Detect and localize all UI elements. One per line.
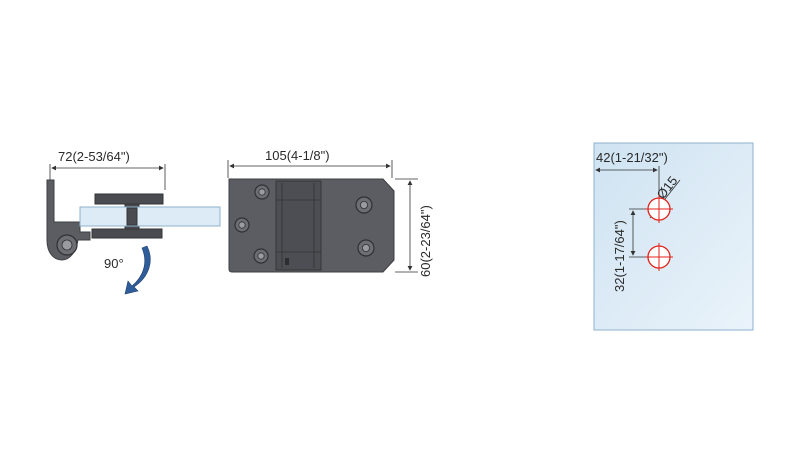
- screw-left-mid-core: [238, 221, 246, 229]
- side-clamp-top-plate: [94, 193, 164, 205]
- front-height-label: 60(2-23/64"): [418, 205, 433, 277]
- side-glass-panel: [79, 206, 221, 227]
- side-pivot-pin: [61, 239, 73, 251]
- screw-left-bottom-core: [257, 252, 265, 260]
- glass-hole-bottom: [645, 243, 673, 271]
- front-adjust-slot: [285, 258, 289, 265]
- side-view: 72(2-53/64") 90°: [46, 149, 221, 295]
- glass-hole-spacing-label: 32(1-17/64"): [612, 220, 627, 292]
- glass-edge-distance-label: 42(1-21/32"): [596, 150, 668, 165]
- rotation-arrow-icon: [124, 245, 151, 295]
- screw-right-top-core: [359, 200, 368, 209]
- front-left-screws: [234, 184, 270, 264]
- front-right-screws: [355, 196, 375, 257]
- glass-panel: [593, 142, 754, 331]
- screw-left-top-core: [258, 188, 266, 196]
- front-width-label: 105(4-1/8"): [265, 148, 330, 163]
- glass-hole-top: [645, 195, 673, 223]
- side-clamp-bottom-plate: [91, 228, 163, 239]
- front-view: 105(4-1/8") 60(2-23/64"): [227, 148, 433, 277]
- screw-right-bottom-core: [361, 243, 370, 252]
- glass-view: 42(1-21/32") 32(1-17/64") Ø15: [593, 142, 754, 331]
- rotation-angle-label: 90°: [104, 256, 124, 271]
- side-clamp-screw-front: [126, 207, 138, 226]
- side-width-label: 72(2-53/64"): [58, 149, 130, 164]
- front-knuckle-band: [275, 180, 322, 271]
